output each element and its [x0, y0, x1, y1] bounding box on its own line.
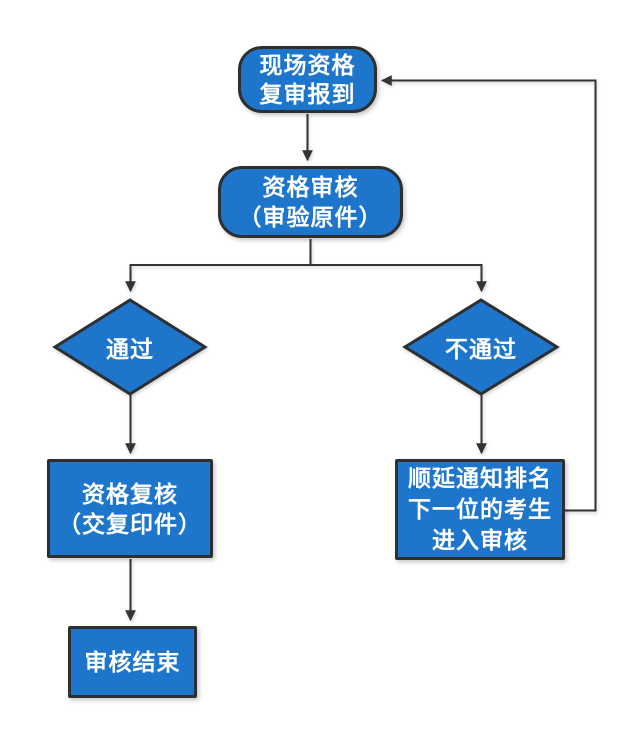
- node-recheck-line2: （交复印件）: [58, 510, 202, 537]
- node-next-candidate-line1: 顺延通知排名: [408, 465, 552, 491]
- node-review-line2: （审验原件）: [238, 204, 383, 230]
- node-next-candidate-line3: 进入审核: [432, 527, 528, 553]
- node-end: 审核结束: [68, 626, 197, 698]
- node-checkin: 现场资格 复审报到: [238, 46, 377, 113]
- node-pass-shape: [52, 298, 208, 396]
- node-fail-shape: [402, 298, 560, 396]
- node-checkin-line1: 现场资格: [259, 51, 356, 78]
- node-checkin-line2: 复审报到: [259, 80, 356, 107]
- node-recheck-line1: 资格复核: [82, 480, 178, 507]
- node-next-candidate: 顺延通知排名 下一位的考生 进入审核: [395, 459, 565, 560]
- node-review: 资格审核 （审验原件）: [218, 166, 403, 238]
- node-next-candidate-line2: 下一位的考生: [408, 496, 552, 522]
- connector-feedback-loop: [380, 75, 597, 512]
- node-end-line1: 审核结束: [84, 649, 181, 675]
- node-recheck: 资格复核 （交复印件）: [47, 459, 213, 558]
- node-review-line1: 资格审核: [262, 174, 359, 200]
